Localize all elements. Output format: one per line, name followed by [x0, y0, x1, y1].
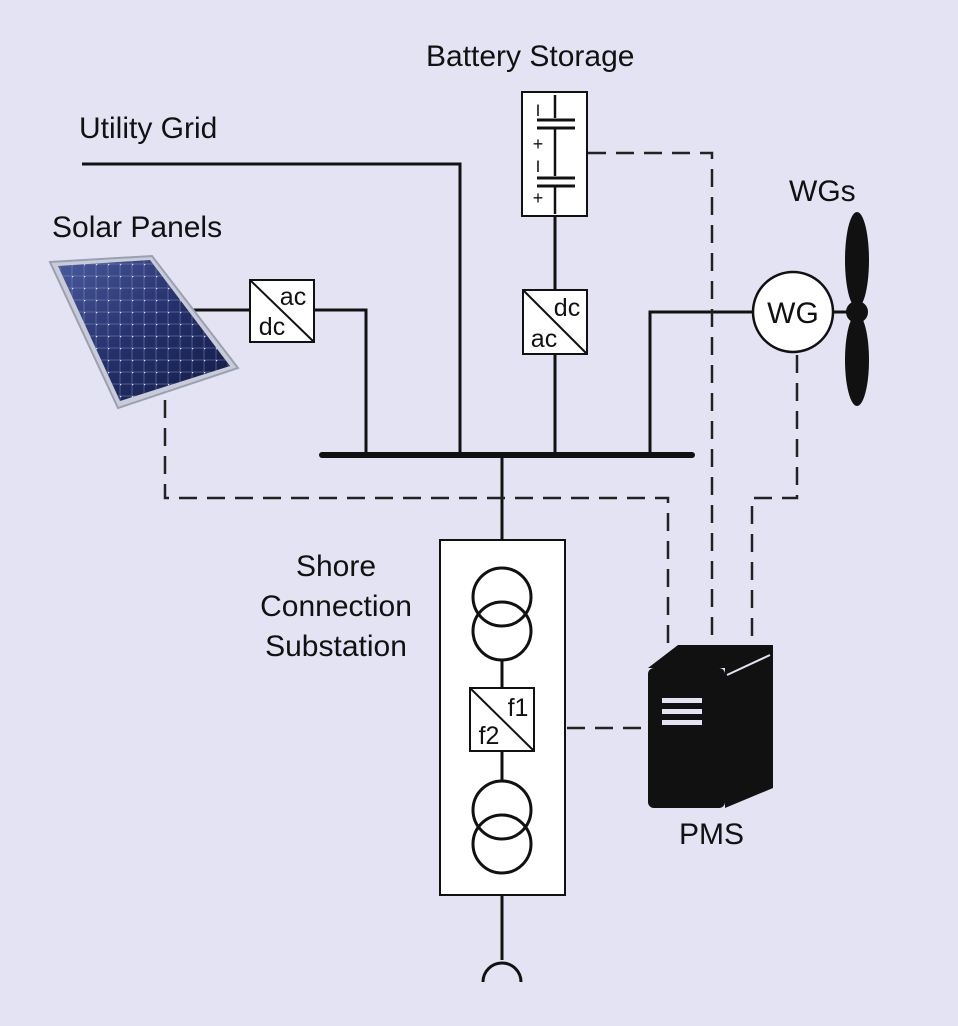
utility-grid-line — [82, 162, 462, 455]
shore-connection-label-line2: Connection — [260, 590, 412, 623]
battery-control-dashed-line — [588, 151, 714, 645]
battery-converter-bottom-label: ac — [531, 325, 557, 353]
wg-control-dashed-line — [750, 355, 799, 645]
wgs-label: WGs — [789, 175, 856, 208]
shore-plug-icon — [481, 961, 523, 983]
utility-grid-label: Utility Grid — [79, 112, 218, 145]
solar-control-dashed-line — [163, 400, 670, 645]
frequency-converter-top-label: f1 — [508, 694, 529, 722]
battery-plus-symbol-1: + — [533, 134, 544, 154]
wg-to-bus-line — [648, 310, 752, 455]
wind-turbine-blades-icon — [832, 212, 869, 406]
solar-panels-label: Solar Panels — [52, 211, 223, 244]
wind-generator: WG — [751, 270, 835, 354]
solar-panel-icon — [48, 254, 240, 410]
solar-converter-bottom-label: dc — [259, 313, 285, 341]
battery-converter-top-label: dc — [554, 294, 580, 322]
shore-connection-label-line1: Shore — [295, 550, 377, 583]
frequency-converter: f1 f2 — [469, 687, 535, 752]
battery-minus-symbol-2: I — [536, 157, 541, 176]
frequency-converter-bottom-label: f2 — [479, 722, 500, 750]
solar-converter-to-bus-line — [314, 308, 368, 455]
battery-icon: I + I + — [521, 91, 588, 217]
shore-connection-label-line3: Substation — [265, 630, 407, 663]
battery-plus-symbol-2: + — [533, 188, 544, 208]
battery-storage-label: Battery Storage — [426, 40, 635, 73]
pms-label: PMS — [679, 818, 745, 851]
battery-minus-symbol-1: I — [536, 101, 541, 120]
solar-converter: ac dc — [249, 279, 315, 343]
wind-generator-label: WG — [767, 297, 819, 330]
pms-computer-icon — [648, 645, 773, 808]
solar-converter-top-label: ac — [280, 283, 306, 311]
battery-converter: dc ac — [522, 289, 588, 355]
